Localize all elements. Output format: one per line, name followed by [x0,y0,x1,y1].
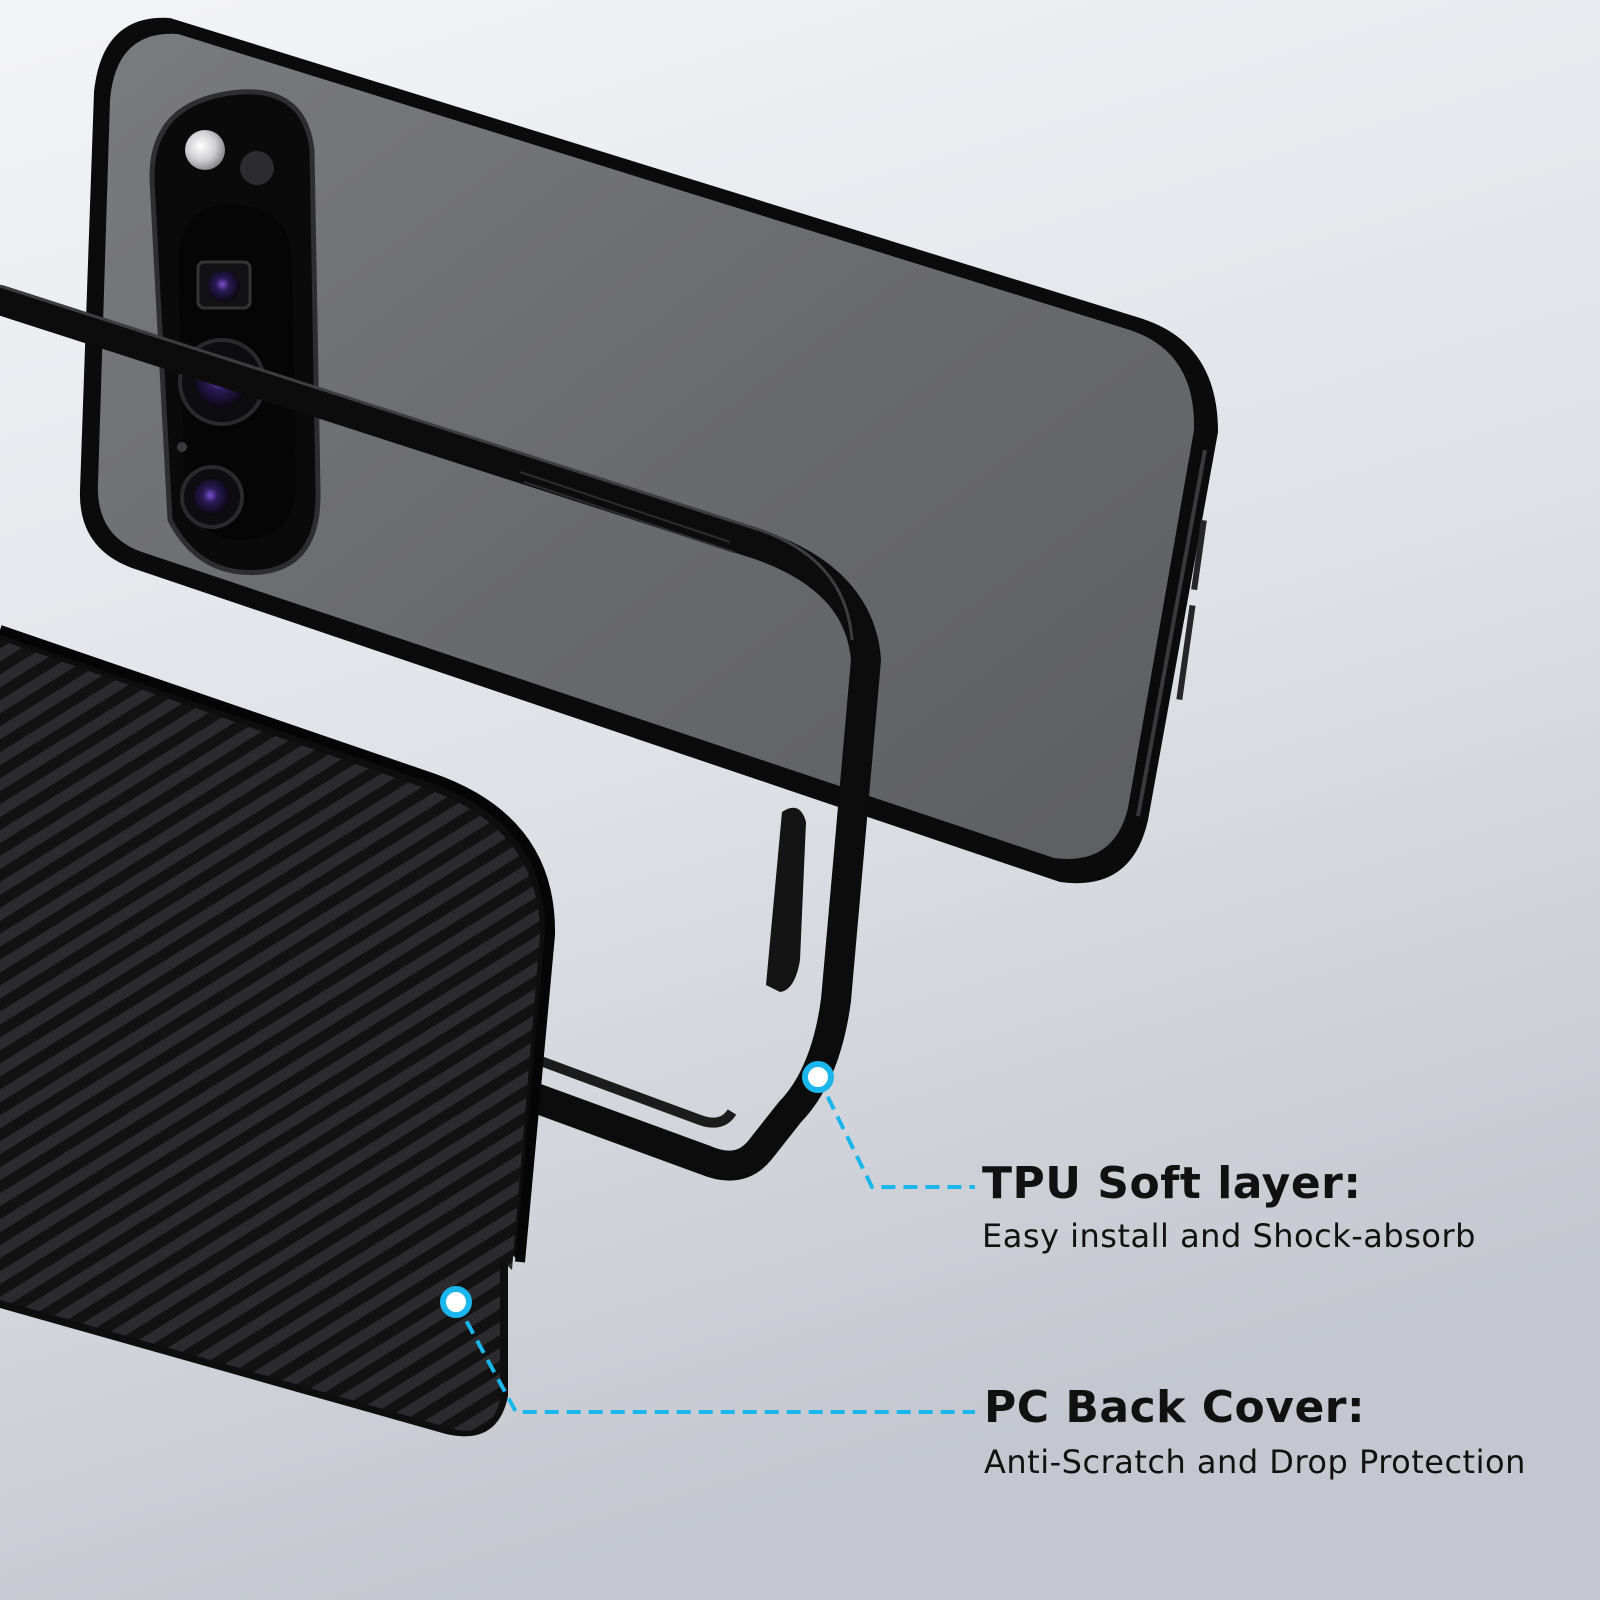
tpu-button-cover [766,807,806,992]
power-button [1191,519,1207,591]
target-dot-icon [440,1286,472,1318]
tpu-callout-leader [802,1061,975,1189]
volume-button [1176,605,1196,700]
phone [79,17,1218,884]
mic-dot-icon [177,442,187,452]
camera-visor-rim [149,89,321,576]
pc-callout-title: PC Back Cover: [984,1382,1366,1433]
camera-module [149,89,321,576]
tpu-callout-subtitle: Easy install and Shock-absorb [982,1217,1476,1255]
pc-cover-edge [0,625,556,1263]
pc-callout-leader [440,1286,975,1414]
flash-icon [185,130,225,170]
tpu-frame-highlight [0,284,854,641]
phone-side-edge [1136,449,1207,817]
pc-callout-subtitle: Anti-Scratch and Drop Protection [984,1443,1526,1481]
target-dot-icon [802,1061,834,1093]
sensor-icon [240,151,274,185]
phone-back-glass [97,33,1195,859]
tpu-frame-grooves [519,471,735,553]
tpu-callout-title: TPU Soft layer: [982,1158,1362,1209]
tpu-bottom-lip [498,1041,737,1128]
